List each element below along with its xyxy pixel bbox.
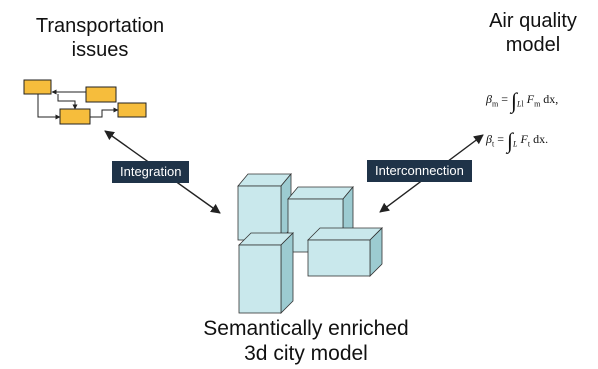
formula-beta-t: βt = ∫L Ft dx.	[486, 128, 549, 153]
city-model-cubes	[237, 172, 383, 314]
formula-beta-m: βm = ∫Ll Fm dx,	[486, 88, 559, 113]
cube-4	[307, 227, 383, 277]
integration-label: Integration	[112, 161, 190, 183]
transport-flowchart	[23, 79, 147, 125]
cube-3	[238, 232, 294, 314]
air-quality-model-title: Air quality model	[489, 10, 577, 56]
flow-connector-4	[90, 107, 119, 118]
city-model-title: Semantically enriched 3d city model	[203, 317, 409, 365]
flow-box-3	[59, 108, 91, 125]
cube-1	[237, 172, 292, 242]
flow-box-4	[117, 102, 147, 118]
interconnection-label: Interconnection	[367, 160, 472, 182]
flow-box-2	[85, 86, 117, 103]
flow-box-1	[23, 79, 52, 95]
flow-connector-2	[37, 94, 61, 120]
transportation-issues-title: Transportation issues	[35, 15, 165, 61]
flow-connector-3	[57, 94, 78, 110]
